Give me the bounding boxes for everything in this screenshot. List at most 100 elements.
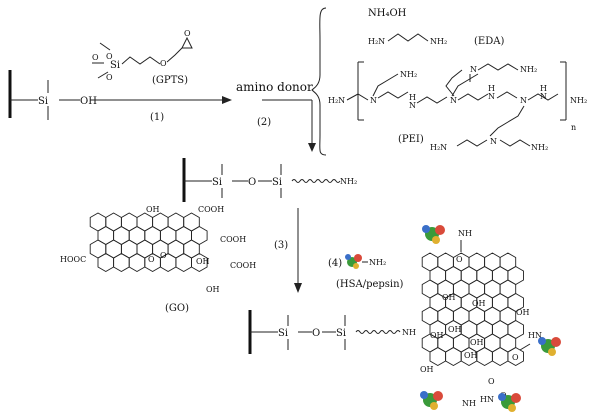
conj-o-bottom-1: O (488, 377, 495, 386)
conj-oh-3: OH (448, 325, 462, 334)
go-label: (GO) (165, 303, 189, 314)
protein-icon-right (538, 337, 561, 356)
go-ring (191, 252, 208, 273)
pei-n-6: N (540, 92, 547, 101)
pei-n-3: N (450, 96, 457, 105)
pei-h2n-right: NH₂ (570, 96, 587, 105)
conj-ring (491, 346, 509, 367)
arrow-step-1: (1) (90, 96, 232, 123)
conj-nh-bottom: NH (462, 399, 476, 408)
si-label: Si (212, 177, 222, 188)
conj-oh-4: OH (420, 365, 434, 374)
epoxide-o-label: O (184, 29, 191, 38)
si-label: Si (336, 328, 346, 339)
o-label: O (92, 53, 99, 62)
pei-n: n (571, 123, 576, 132)
oh-label: OH (80, 96, 97, 107)
conj-c-top: O (456, 255, 463, 264)
protein-label: (HSA/pepsin) (336, 279, 404, 290)
amino-donor-list: NH₄OH H₂N NH₂ (EDA) n H₂N N H N N H N N … (328, 8, 587, 152)
go-cooh-1: COOH (198, 205, 224, 214)
protein-go-conjugate: OH OH OH OH OH OH OH OH NH O HN O NH O H… (420, 225, 561, 412)
conj-ring (445, 346, 462, 367)
go-ring (113, 252, 130, 273)
step-4-label: (4) (328, 258, 342, 269)
pei-h-3: H (540, 84, 547, 93)
arrow-step-2: amino donor (2) (236, 80, 316, 152)
ammonia-label: NH₄OH (368, 8, 407, 19)
si-label: Si (272, 177, 282, 188)
go-cooh-3: COOH (230, 261, 256, 270)
product-nh: NH (402, 328, 416, 337)
pei-branch-nh2-1: NH₂ (400, 70, 417, 79)
conj-ring (507, 346, 524, 367)
protein-icon-bottom-left (420, 391, 443, 410)
conj-oh-2: OH (472, 299, 486, 308)
final-product-surface: Si O Si NH (248, 310, 416, 354)
go-oh-2: OH (196, 257, 210, 266)
pei-n-2: N (409, 101, 416, 110)
conj-ring (476, 346, 493, 367)
o-label: O (160, 59, 167, 68)
gpts-molecule: O O O Si O O (GPTS) (92, 29, 193, 86)
conj-hn-bottom: HN (480, 395, 494, 404)
nh2-label: NH₂ (340, 177, 357, 186)
pei-h-2: H (488, 84, 495, 93)
go-o-1: O (148, 255, 155, 264)
pei-branch-nh2-2: NH₂ (520, 65, 537, 74)
go-oh-3: OH (206, 285, 220, 294)
aminated-surface: Si O Si NH₂ (182, 158, 357, 202)
pei-h-1: H (409, 93, 416, 102)
go-oh-1: OH (146, 205, 160, 214)
si-label: Si (278, 328, 288, 339)
pei-branch-nh2-3: NH₂ (531, 143, 548, 152)
eda-label: (EDA) (474, 36, 504, 47)
go-cooh-2: COOH (220, 235, 246, 244)
pei-n-4: N (488, 92, 495, 101)
silanol-surface: Si OH (8, 70, 97, 120)
conj-o-right: O (512, 353, 519, 362)
go-ring (97, 252, 115, 273)
o-label: O (312, 328, 320, 339)
conj-oh-8: OH (516, 308, 530, 317)
protein-icon (345, 254, 362, 269)
gpts-label: (GPTS) (152, 75, 188, 86)
go-ring (128, 252, 146, 273)
o-label: O (106, 73, 113, 82)
protein-icon-bottom-right (498, 393, 521, 412)
si-label: Si (38, 96, 48, 107)
conj-oh-7: OH (464, 351, 478, 360)
o-label: O (248, 177, 256, 188)
step-1-label: (1) (150, 112, 164, 123)
go-ring (175, 252, 192, 273)
eda-h2n: H₂N (368, 37, 385, 46)
amino-donor-label: amino donor (236, 80, 313, 94)
conj-ring (429, 346, 447, 367)
pei-h2n-left: H₂N (328, 96, 345, 105)
conj-oh-5: OH (470, 338, 484, 347)
pei-branch-h2n-1: H₂N (430, 143, 447, 152)
step-2-label: (2) (257, 117, 271, 128)
brace (311, 7, 327, 156)
arrow-step-3: (3) (274, 208, 302, 293)
pei-n-5: N (520, 96, 527, 105)
pei-n-7: N (470, 65, 477, 74)
step-3-label: (3) (274, 240, 288, 251)
protein-icon-top (422, 225, 445, 244)
pei-n-8: N (490, 137, 497, 146)
conj-oh-6: OH (430, 331, 444, 340)
eda-nh2: NH₂ (430, 37, 447, 46)
pei-label: (PEI) (398, 134, 424, 145)
go-o-2: O (160, 251, 167, 260)
conj-oh-1: OH (442, 293, 456, 302)
conj-hn-right: HN (528, 331, 542, 340)
si-label: Si (110, 60, 120, 71)
pei-n-1: N (370, 96, 377, 105)
protein-reagent: (4) NH₂ (HSA/pepsin) (328, 254, 404, 290)
o-label: O (106, 52, 113, 61)
graphene-oxide: OH COOH COOH COOH HOOC O O OH OH (GO) (60, 205, 256, 314)
go-hooc: HOOC (60, 255, 86, 264)
conj-nh-top: NH (458, 229, 472, 238)
protein-nh2: NH₂ (369, 258, 386, 267)
